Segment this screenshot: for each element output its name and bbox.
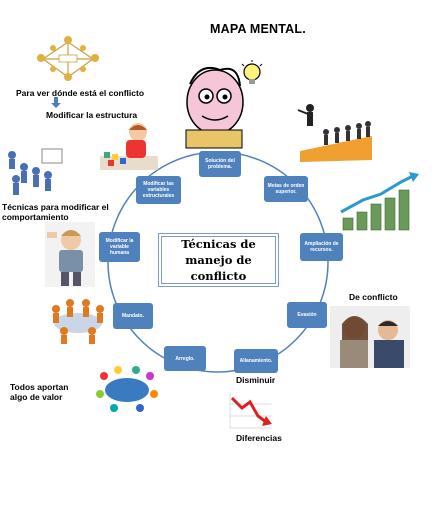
center-line-3: conflicto xyxy=(190,269,247,283)
label-todos-line1: Todos aportan xyxy=(10,382,69,392)
leader-followers-illustration xyxy=(297,104,372,162)
label-todos-aportan: Todos aportan algo de valor xyxy=(10,382,68,402)
label-disminuir: Disminuir xyxy=(236,375,276,385)
label-de-conflicto: De conflicto xyxy=(349,292,398,302)
node-mandato: Mandato. xyxy=(113,303,153,329)
rising-money-illustration xyxy=(340,172,419,231)
thinker-cartoon-illustration xyxy=(185,60,263,149)
couple-conflict-illustration xyxy=(330,306,410,368)
node-ampliacion: Ampliación de recursos. xyxy=(300,233,343,261)
center-line-2: manejo de xyxy=(185,253,252,267)
node-solucion: Solución del problema. xyxy=(199,151,241,177)
label-modificar-estructura: Modificar la estructura xyxy=(46,110,138,120)
label-todos-line2: algo de valor xyxy=(10,392,63,402)
node-allanamiento: Allanamiento. xyxy=(234,349,278,373)
node-arreglo: Arreglo. xyxy=(164,346,206,371)
child-photo-illustration xyxy=(45,222,95,287)
center-line-1: Técnicas de xyxy=(181,237,256,251)
label-tecnicas-comportamiento: Técnicas para modificar el comportamient… xyxy=(2,202,109,222)
label-tecnicas-line2: comportamiento xyxy=(2,212,69,222)
network-figures-illustration xyxy=(37,36,99,81)
down-arrow-icon xyxy=(51,97,61,108)
meeting-figures-illustration xyxy=(52,299,104,344)
child-playing-illustration xyxy=(100,123,158,170)
presentation-group-illustration xyxy=(8,148,63,195)
node-evasion: Evasión xyxy=(287,302,327,328)
page-title: MAPA MENTAL. xyxy=(210,22,306,36)
label-diferencias: Diferencias xyxy=(236,433,282,443)
center-topic: Técnicas de manejo de conflicto xyxy=(158,233,279,287)
node-metas: Metas de orden superior. xyxy=(264,176,308,202)
declining-arrow-illustration xyxy=(229,392,272,429)
round-table-team-illustration xyxy=(96,366,158,412)
label-tecnicas-line1: Técnicas para modificar el xyxy=(2,202,109,212)
node-variables-estructurales: Modificar las variables estructurales xyxy=(136,176,181,204)
center-topic-text: Técnicas de manejo de conflicto xyxy=(161,236,276,284)
node-variable-humana: Modificar la variable humana xyxy=(99,232,140,262)
label-para-ver: Para ver dónde está el conflicto xyxy=(16,88,145,98)
